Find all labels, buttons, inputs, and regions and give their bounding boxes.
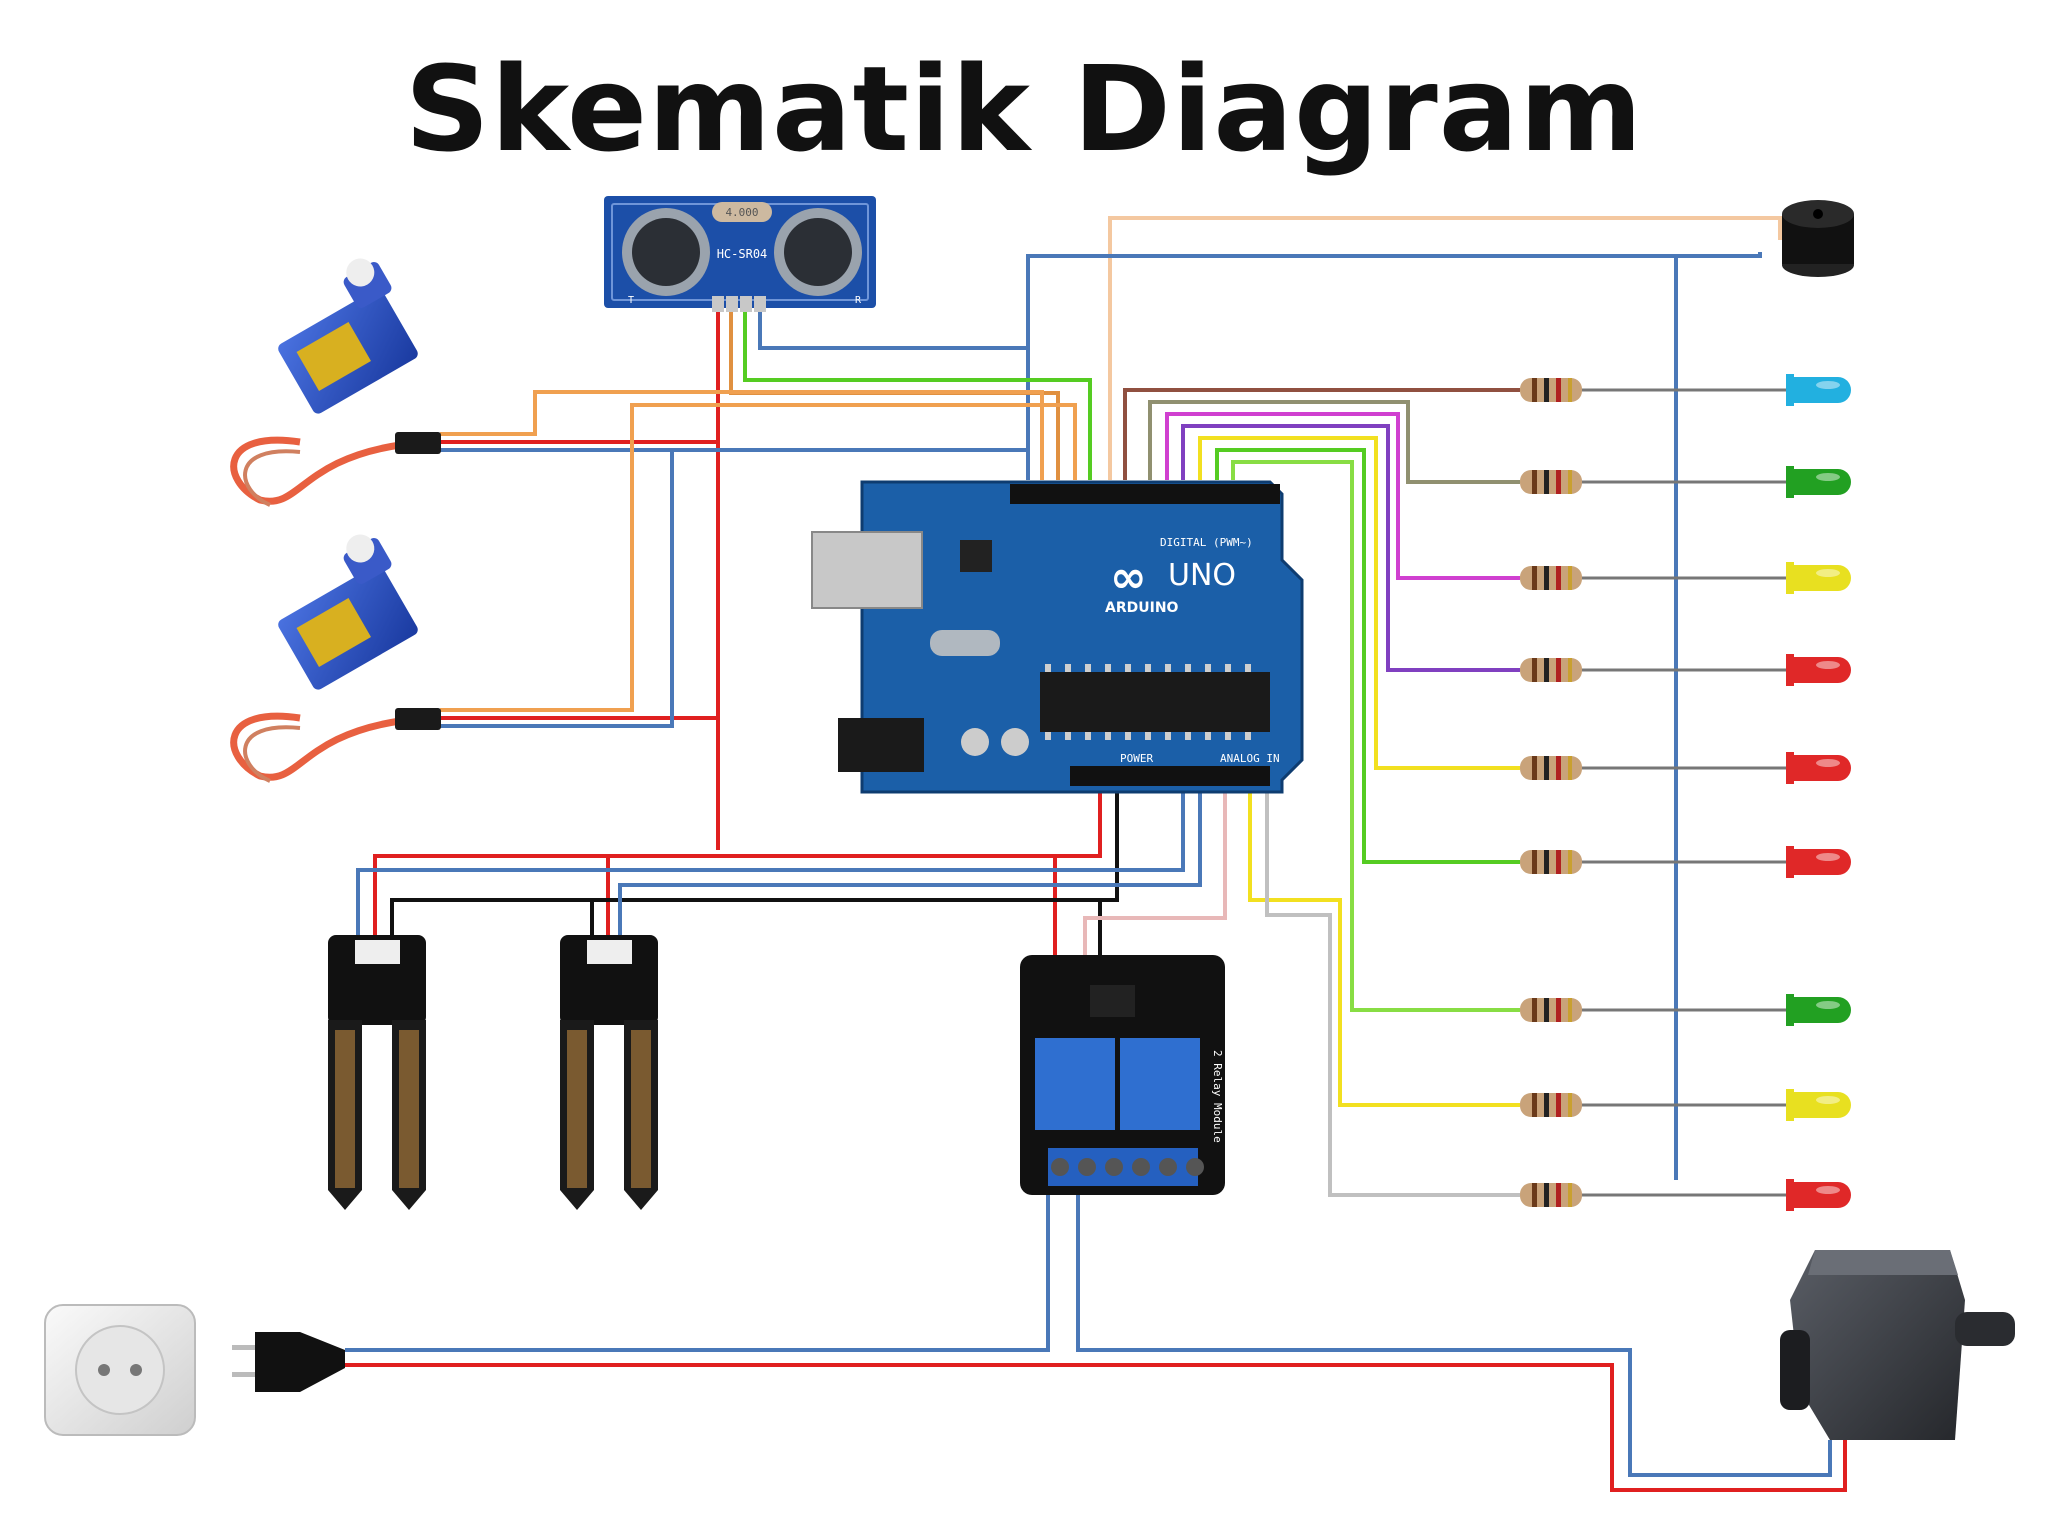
usb-chip	[960, 540, 992, 572]
resistor	[1520, 566, 1582, 590]
wiring	[345, 216, 1847, 1492]
resistor	[1520, 1183, 1582, 1207]
dc-jack	[838, 718, 924, 772]
wire-gnd	[390, 780, 1119, 935]
wire-led2	[1148, 400, 1520, 484]
wire-soil2-signal	[618, 780, 1202, 935]
ultrasonic-r-label: R	[855, 295, 862, 306]
led-1	[1786, 374, 1851, 406]
resistors	[1520, 378, 1582, 1207]
led-5	[1786, 752, 1851, 784]
wire-mains-red	[345, 1363, 1847, 1492]
led-4	[1786, 654, 1851, 686]
resistor	[1520, 378, 1582, 402]
relay-module-label: 2 Relay Module	[1211, 1050, 1224, 1143]
analog-power-header	[1070, 766, 1270, 786]
wire-5v	[373, 780, 1102, 935]
wire-led3	[1165, 412, 1520, 580]
relay-module: 2 Relay Module	[1020, 955, 1225, 1195]
digital-header	[1010, 484, 1280, 504]
leds	[1786, 374, 1851, 1211]
oscillator	[930, 630, 1000, 656]
board-brand-label: ARDUINO	[1105, 600, 1179, 616]
wire-servo1-signal	[440, 390, 1044, 480]
wire-led7	[1231, 460, 1520, 1012]
wire-ultrasonic-gnd	[758, 300, 1028, 350]
usb-port	[811, 531, 923, 609]
digital-pins-label: DIGITAL (PWM~)	[1160, 536, 1253, 549]
ultrasonic-model-label: HC-SR04	[717, 247, 768, 261]
ultrasonic-sensor: 4.000 HC-SR04 T R	[604, 196, 876, 312]
resistor	[1520, 756, 1582, 780]
ultrasonic-t-label: T	[628, 295, 634, 306]
board-model-label: UNO	[1168, 558, 1236, 593]
chip-pins	[1045, 664, 1251, 740]
page-title: Skematik Diagram	[404, 40, 1644, 178]
power-pins-label: POWER	[1120, 752, 1153, 765]
resistor	[1520, 658, 1582, 682]
servo-motor-1	[230, 258, 441, 507]
analog-pins-label: ANALOG IN	[1220, 752, 1280, 765]
wire-led4	[1181, 424, 1520, 672]
wire-led9	[1265, 780, 1520, 1197]
led-8	[1786, 1089, 1851, 1121]
wire-ultrasonic-echo	[743, 300, 1092, 480]
resistor	[1520, 1093, 1582, 1117]
led-9	[1786, 1179, 1851, 1211]
wall-socket	[44, 1304, 196, 1436]
wire-soil1-signal	[356, 780, 1185, 935]
wire-mains-blue	[345, 1195, 1050, 1352]
buzzer	[1782, 200, 1854, 277]
servo-motor-2	[230, 534, 441, 783]
infinity-logo: ∞	[1110, 552, 1147, 603]
resistor	[1520, 850, 1582, 874]
led-3	[1786, 562, 1851, 594]
water-pump	[1780, 1250, 2015, 1440]
led-6	[1786, 846, 1851, 878]
wire-led1	[1123, 388, 1520, 480]
crystal-oscillator	[712, 202, 772, 222]
resistor	[1520, 998, 1582, 1022]
capacitor	[1001, 728, 1029, 756]
atmega-chip	[1040, 672, 1270, 732]
power-plug	[232, 1332, 345, 1392]
led-2	[1786, 466, 1851, 498]
soil-moisture-sensor-1	[328, 935, 426, 1210]
arduino-uno-board: ∞ UNO ARDUINO DIGITAL (PWM~) ANALOG IN P…	[811, 480, 1304, 794]
soil-moisture-sensor-2	[560, 935, 658, 1210]
crystal-label: 4.000	[725, 206, 758, 219]
wire-relay-in	[1083, 780, 1227, 960]
wire-led6	[1215, 448, 1520, 864]
led-7	[1786, 994, 1851, 1026]
wire-servo2-gnd	[440, 450, 674, 728]
wire-relay-to-pump-blue	[1076, 1195, 1832, 1477]
wire-led-ground-bus	[1026, 252, 1762, 480]
ultrasonic-pins	[712, 296, 766, 312]
resistor	[1520, 470, 1582, 494]
wire-buzzer-signal	[1108, 216, 1782, 480]
wire-led5	[1198, 436, 1520, 770]
capacitor	[961, 728, 989, 756]
wire-servo2-signal	[440, 403, 1077, 712]
wire-led8	[1248, 780, 1520, 1107]
